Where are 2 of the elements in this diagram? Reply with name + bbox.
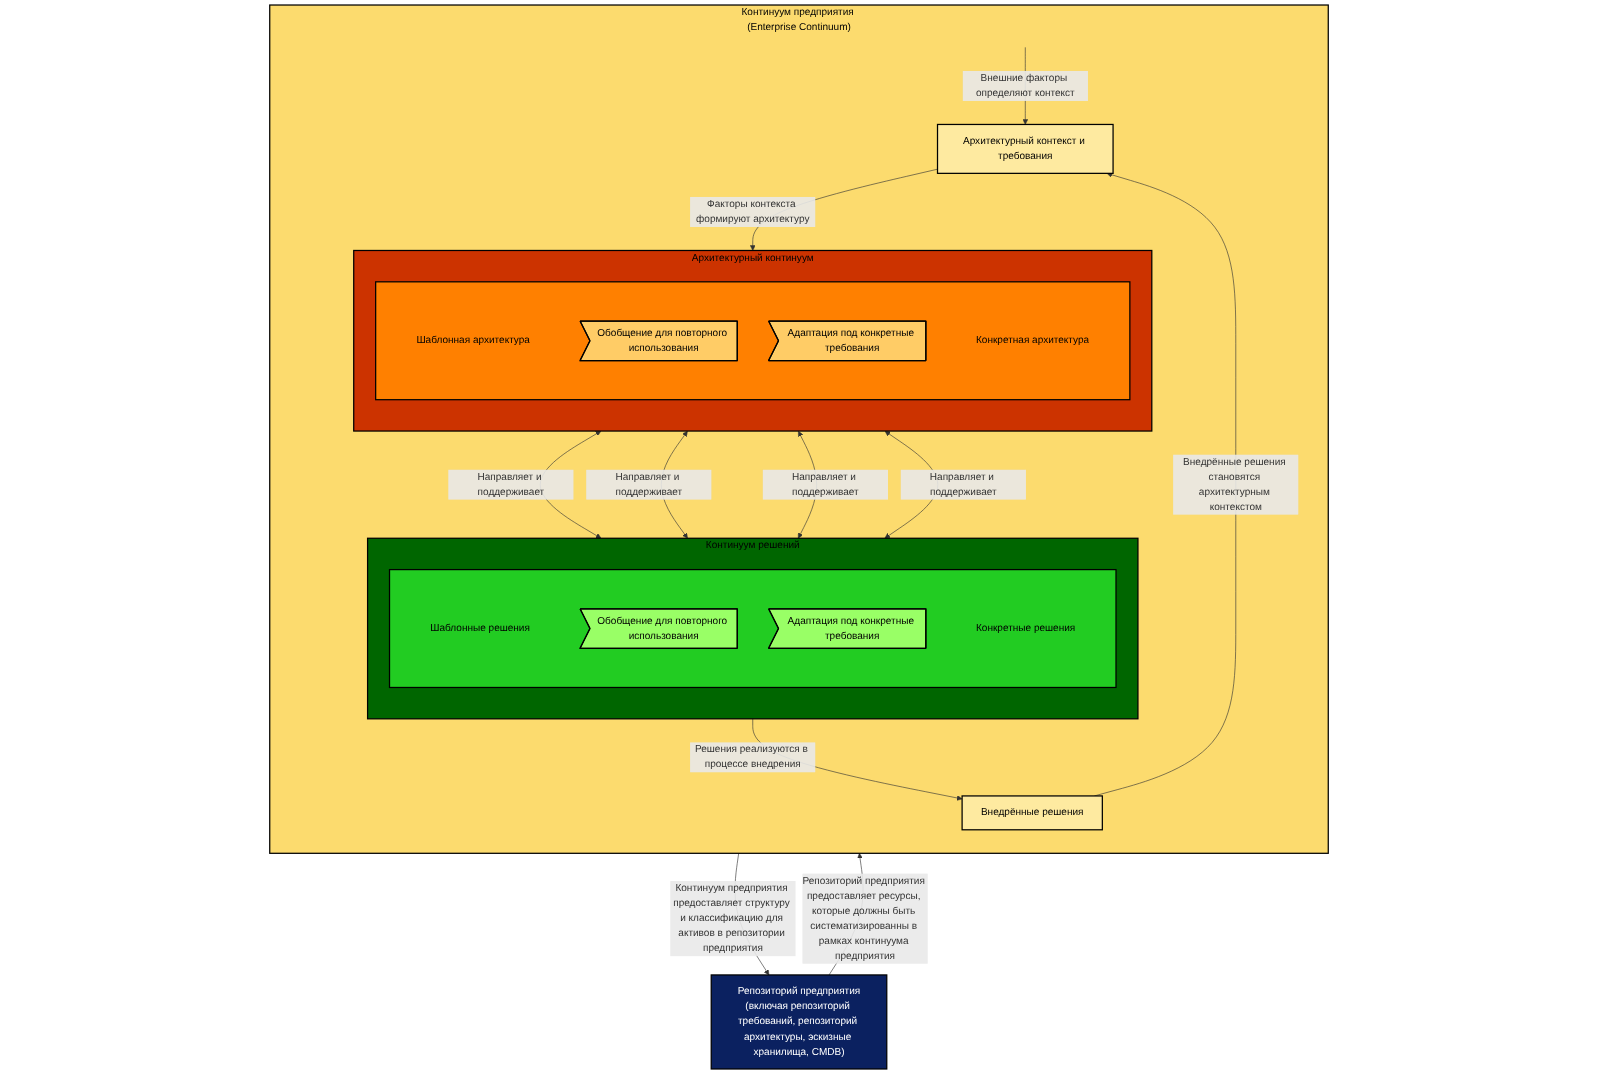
cluster bbox=[375, 281, 1131, 401]
cluster bbox=[388, 568, 1117, 689]
